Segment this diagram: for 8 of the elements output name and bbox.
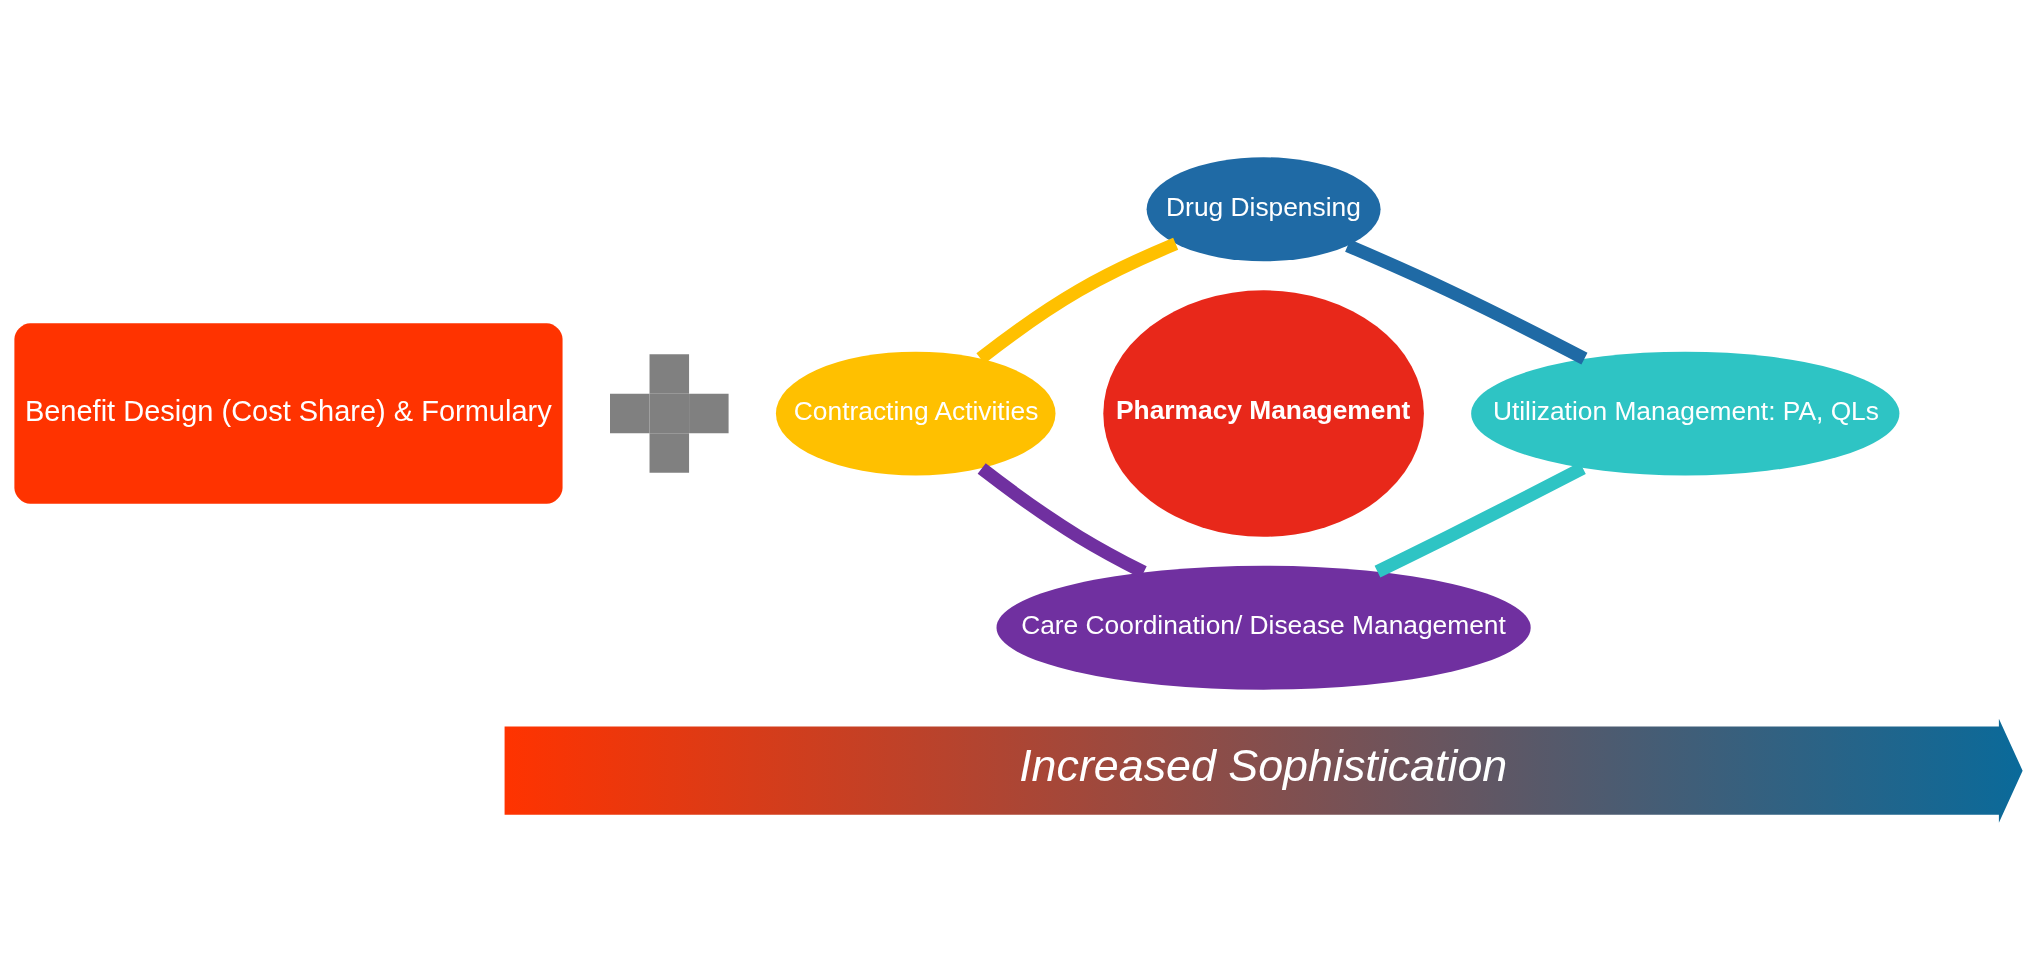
node-ellipse: Utilization Management: PA, QLs [1471, 351, 1900, 476]
node-ellipse: Care Coordination/ Disease Management [996, 565, 1531, 690]
node-ellipse: Pharmacy Management [1103, 290, 1424, 537]
node-ellipse: Contracting Activities [775, 351, 1056, 476]
node-box: Benefit Design (Cost Share) & Formulary [14, 323, 563, 504]
connector [1345, 239, 1588, 365]
connector [976, 237, 1179, 364]
node-ellipse: Drug Dispensing [1146, 157, 1381, 262]
